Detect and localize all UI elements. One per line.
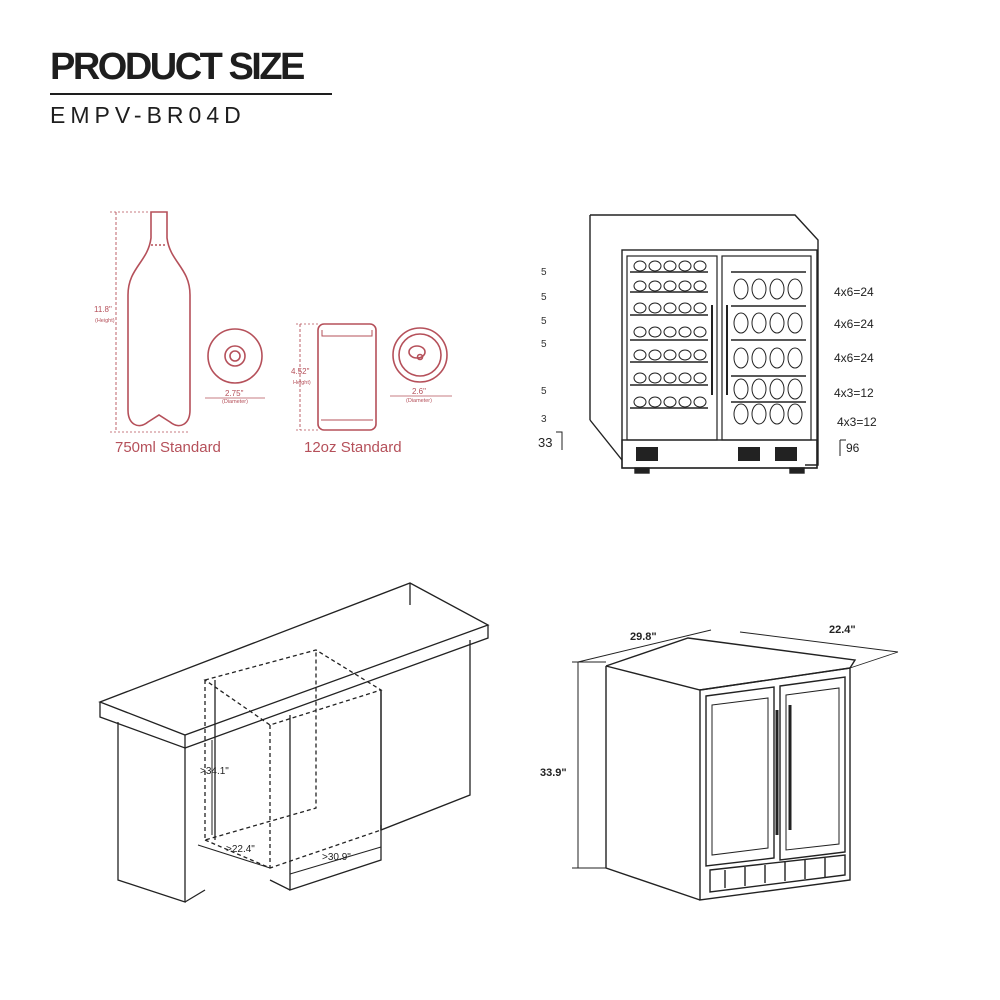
can-slot xyxy=(769,347,785,369)
bottle-slot xyxy=(693,280,707,292)
install-width-label: >30.9" xyxy=(322,852,351,863)
can-slot xyxy=(769,403,785,425)
can-slot xyxy=(787,378,803,400)
bottle-slot xyxy=(678,260,692,272)
title-divider xyxy=(50,93,332,95)
bottle-slot xyxy=(648,372,662,384)
install-depth-label: >22.4" xyxy=(226,844,255,855)
model-number: EMPV-BR04D xyxy=(50,102,246,128)
bottle-slot xyxy=(693,260,707,272)
can-slot xyxy=(769,278,785,300)
can-slot xyxy=(733,378,749,400)
bottle-slot xyxy=(633,260,647,272)
unit-depth-label: 22.4" xyxy=(829,624,856,636)
left-row-capacity: 5 xyxy=(541,316,547,327)
unit-height-label: 33.9" xyxy=(540,767,567,779)
can-slot xyxy=(733,278,749,300)
bottle-slot xyxy=(633,280,647,292)
can-slot xyxy=(787,403,803,425)
wine-caption: 750ml Standard xyxy=(115,439,221,456)
bottle-slot xyxy=(678,302,692,314)
bottle-slot xyxy=(633,396,647,408)
bottle-slot xyxy=(633,349,647,361)
bottle-slot xyxy=(648,396,662,408)
can-diameter-label: 2.6" xyxy=(412,387,426,396)
can-slot xyxy=(769,378,785,400)
bottle-slot xyxy=(678,326,692,338)
bottle-slot xyxy=(663,349,677,361)
bottle-slot xyxy=(648,326,662,338)
left-row-capacity: 5 xyxy=(541,339,547,350)
left-row-capacity: 5 xyxy=(541,292,547,303)
left-row-capacity: 5 xyxy=(541,386,547,397)
bottle-slot xyxy=(693,372,707,384)
can-slot xyxy=(751,278,767,300)
left-row-capacity: 3 xyxy=(541,414,547,425)
wine-diameter-caption: (Diameter) xyxy=(222,399,248,405)
install-height-label: >34.1" xyxy=(200,766,229,777)
can-slot xyxy=(787,312,803,334)
bottle-slot xyxy=(663,372,677,384)
can-slot xyxy=(751,403,767,425)
bottle-slot xyxy=(693,396,707,408)
wine-diameter-label: 2.75" xyxy=(225,389,244,398)
bottle-slot xyxy=(693,326,707,338)
right-row-capacity: 4x3=12 xyxy=(837,415,877,429)
bottle-slot xyxy=(633,302,647,314)
bottle-slot xyxy=(663,280,677,292)
can-slot xyxy=(733,403,749,425)
can-slot xyxy=(733,347,749,369)
bottle-slot xyxy=(633,326,647,338)
bottle-slot xyxy=(648,260,662,272)
can-illustration xyxy=(317,323,377,431)
right-row-capacity: 4x3=12 xyxy=(834,386,874,400)
bottle-slot xyxy=(633,372,647,384)
page-title: PRODUCT SIZE xyxy=(50,46,305,88)
bottle-slot xyxy=(663,326,677,338)
right-row-capacity: 4x6=24 xyxy=(834,351,874,365)
can-slot xyxy=(733,312,749,334)
right-total-capacity: 96 xyxy=(846,441,860,455)
bottle-slot xyxy=(648,302,662,314)
can-diameter-caption: (Diameter) xyxy=(406,398,432,404)
left-row-capacity: 5 xyxy=(541,267,547,278)
can-slot xyxy=(787,278,803,300)
bottle-slot xyxy=(678,372,692,384)
can-slot xyxy=(751,347,767,369)
bottle-slot xyxy=(648,349,662,361)
bottle-slot xyxy=(648,280,662,292)
bottle-slot xyxy=(663,260,677,272)
bottle-slot xyxy=(663,396,677,408)
bottle-slot xyxy=(678,396,692,408)
can-slot xyxy=(769,312,785,334)
can-height-caption: Height) xyxy=(293,380,311,386)
unit-width-label: 29.8" xyxy=(630,631,657,643)
left-total-capacity: 33 xyxy=(538,435,552,450)
bottle-slot xyxy=(693,302,707,314)
bottle-slot xyxy=(693,349,707,361)
bottle-slot xyxy=(663,302,677,314)
can-slot xyxy=(751,378,767,400)
can-caption: 12oz Standard xyxy=(304,439,402,456)
right-row-capacity: 4x6=24 xyxy=(834,317,874,331)
wine-height-label: 11.8" xyxy=(94,305,112,314)
right-row-capacity: 4x6=24 xyxy=(834,285,874,299)
can-height-label: 4.52" xyxy=(291,367,310,376)
wine-height-caption: (Height) xyxy=(95,318,115,324)
can-slot xyxy=(787,347,803,369)
bottle-slot xyxy=(678,280,692,292)
bottle-slot xyxy=(678,349,692,361)
can-slot xyxy=(751,312,767,334)
wine-bottle-illustration xyxy=(127,211,191,427)
